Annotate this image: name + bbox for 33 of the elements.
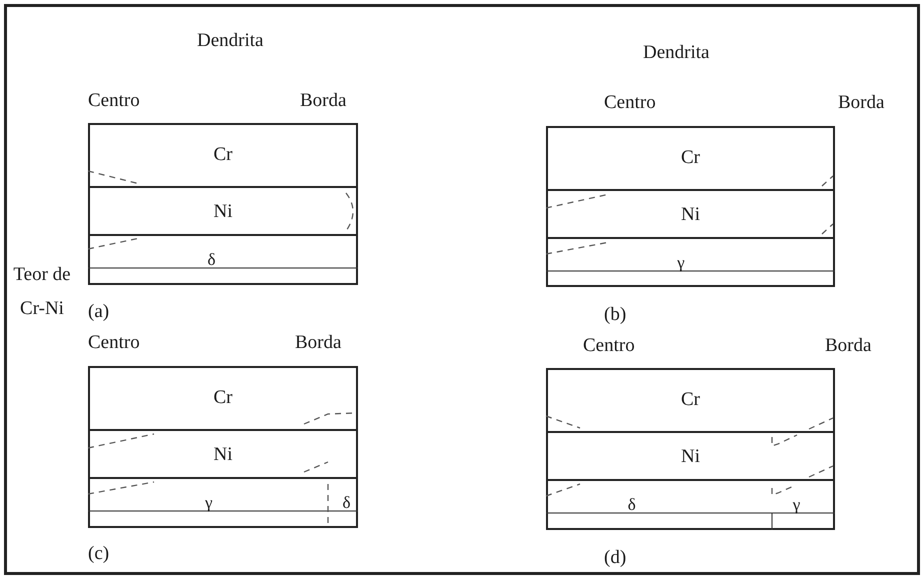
profile-panel [546,368,835,530]
panel-letter: (c) [88,544,110,563]
end-label: Borda [838,93,884,112]
element-label: Cr [681,390,700,409]
phase-label: γ [205,494,213,511]
axis-label: Teor de Cr-Ni [12,263,72,321]
end-label: Centro [583,336,635,355]
end-label: Borda [300,91,346,110]
end-label: Centro [88,333,140,352]
element-label: Ni [214,444,232,464]
profile-panel [88,123,358,285]
profile-panel [88,366,358,528]
element-label: Cr [214,145,232,164]
element-label: Ni [681,204,700,224]
element-label: Cr [681,148,700,167]
title-label: Dendrita [197,31,264,50]
panel-letter: (a) [88,302,110,321]
profile-panel [546,126,835,287]
end-label: Centro [604,93,656,112]
element-label: Ni [681,446,700,466]
phase-label: γ [677,254,685,271]
end-label: Borda [295,333,342,352]
phase-label: δ [208,251,216,268]
panel-letter: (b) [604,305,626,324]
element-label: Ni [214,202,232,220]
end-label: Centro [88,91,140,110]
panel-letter: (d) [604,548,626,567]
phase-label: δ [628,496,636,513]
phase-label: γ [792,496,800,513]
element-label: Cr [214,388,232,407]
end-label: Borda [825,336,872,355]
title-label: Dendrita [643,43,710,62]
phase-label: δ [342,494,350,511]
